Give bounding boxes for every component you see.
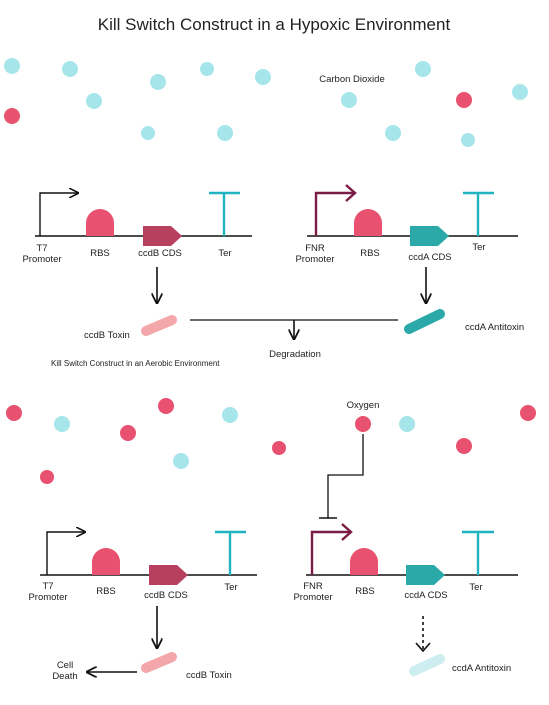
oxygen-molecule <box>456 438 472 454</box>
co2-molecule <box>4 58 20 74</box>
ccda-cds-shape <box>406 565 445 585</box>
fnr-promoter-arrow <box>314 191 354 236</box>
ccda-antitoxin-faded-shape <box>409 654 445 676</box>
rbs-shape <box>92 548 120 575</box>
co2-molecule <box>200 62 214 76</box>
oxygen-inhibition-line <box>327 434 364 518</box>
co2-molecule <box>255 69 271 85</box>
oxygen-molecule <box>158 398 174 414</box>
ccda-antitoxin-label: ccdA Antitoxin <box>452 663 511 674</box>
rbs-label: RBS <box>355 586 375 597</box>
ccda-antitoxin-shape <box>404 309 445 334</box>
oxygen-molecule <box>120 425 136 441</box>
oxygen-molecule <box>520 405 536 421</box>
terminator-shape <box>462 530 494 575</box>
ccdb-toxin-shape <box>141 652 177 673</box>
oxygen-molecule <box>272 441 286 455</box>
ccda-antitoxin-label: ccdA Antitoxin <box>465 322 524 333</box>
co2-molecule <box>512 84 528 100</box>
co2-molecule <box>86 93 102 109</box>
t7-promoter-arrow <box>39 193 78 236</box>
ter-label: Ter <box>469 582 482 593</box>
ccda-cds-label: ccdA CDS <box>408 252 451 263</box>
ccdb-toxin-shape <box>141 315 177 336</box>
ccda-reduced-arrowhead <box>415 642 431 653</box>
bottom-molecules <box>6 398 536 484</box>
t7-promoter-arrow <box>46 532 85 575</box>
ccdb-toxin-label: ccdB Toxin <box>84 330 130 341</box>
co2-molecule <box>62 61 78 77</box>
ccdb-cds-label: ccdB CDS <box>138 248 182 259</box>
ccdb-cds-shape <box>143 226 182 246</box>
co2-molecule <box>141 126 155 140</box>
rbs-label: RBS <box>360 248 380 259</box>
co2-molecule <box>150 74 166 90</box>
rbs-label: RBS <box>90 248 110 259</box>
ccda-cds-label: ccdA CDS <box>404 590 447 601</box>
ccda-cds-shape <box>410 226 449 246</box>
oxygen-molecule <box>6 405 22 421</box>
co2-molecule <box>461 133 475 147</box>
terminator-shape <box>463 191 494 236</box>
co2-molecule <box>217 125 233 141</box>
fnr-promoter-arrowhead <box>345 184 357 202</box>
rbs-shape <box>354 209 382 236</box>
degradation-label: Degradation <box>269 349 321 360</box>
fnr-promoter-arrowhead <box>341 523 353 541</box>
ter-label: Ter <box>224 582 237 593</box>
ccdb-toxin-label: ccdB Toxin <box>186 670 232 681</box>
co2-molecule <box>341 92 357 108</box>
ter-label: Ter <box>472 242 485 253</box>
diagram-title: Kill Switch Construct in a Hypoxic Envir… <box>98 15 451 34</box>
co2-molecule <box>173 453 189 469</box>
rbs-shape <box>86 209 114 236</box>
fnr-promoter-arrow <box>310 530 350 575</box>
co2-molecule <box>399 416 415 432</box>
oxygen-molecule <box>355 416 371 432</box>
co2-molecule <box>54 416 70 432</box>
oxygen-molecule <box>4 108 20 124</box>
co2-molecule <box>415 61 431 77</box>
rbs-shape <box>350 548 378 575</box>
ccdb-cds-shape <box>149 565 188 585</box>
carbon-dioxide-label: Carbon Dioxide <box>319 74 384 85</box>
aerobic-caption: Kill Switch Construct in an Aerobic Envi… <box>51 359 220 368</box>
terminator-shape <box>209 191 240 236</box>
oxygen-molecule <box>40 470 54 484</box>
terminator-shape <box>215 530 246 575</box>
oxygen-molecule <box>456 92 472 108</box>
ter-label: Ter <box>218 248 231 259</box>
co2-molecule <box>222 407 238 423</box>
ccdb-cds-label: ccdB CDS <box>144 590 188 601</box>
oxygen-label: Oxygen <box>347 400 380 411</box>
rbs-label: RBS <box>96 586 116 597</box>
top-molecules <box>4 58 528 147</box>
co2-molecule <box>385 125 401 141</box>
